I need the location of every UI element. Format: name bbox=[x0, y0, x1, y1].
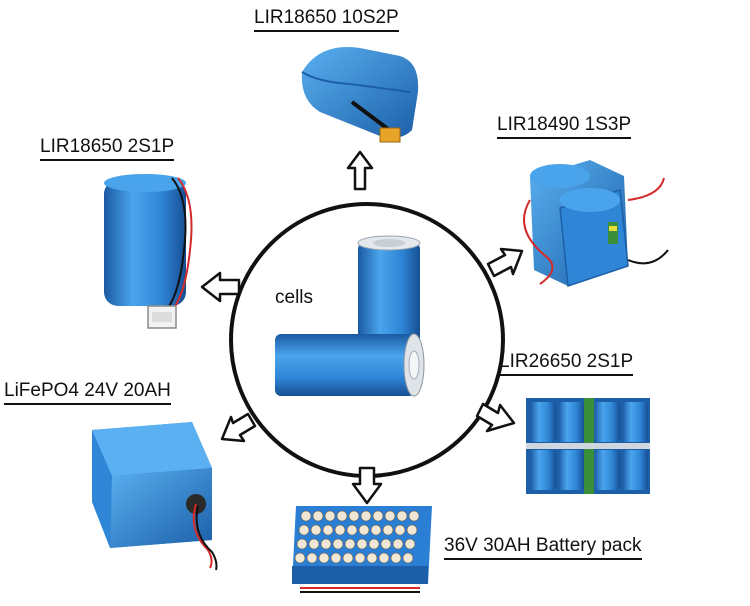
arrow-upper-right bbox=[486, 247, 524, 278]
product-image-10s2p bbox=[301, 47, 419, 143]
product-label-36v: 36V 30AH Battery pack bbox=[444, 535, 642, 560]
arrow-down bbox=[351, 466, 383, 505]
product-label-1s3p: LIR18490 1S3P bbox=[497, 114, 632, 139]
center-cells-image bbox=[275, 235, 425, 397]
product-image-lifepo4 bbox=[92, 422, 218, 571]
product-label-10s2p: LIR18650 10S2P bbox=[254, 7, 399, 32]
arrow-lower-left bbox=[220, 412, 257, 443]
product-label-2s1p: LIR18650 2S1P bbox=[40, 136, 175, 161]
product-label-lifepo4: LiFePO4 24V 20AH bbox=[4, 380, 171, 405]
product-label-26650: LIR26650 2S1P bbox=[499, 351, 634, 376]
product-image-36v bbox=[292, 506, 432, 593]
arrow-up bbox=[346, 150, 374, 191]
center-label: cells bbox=[275, 287, 314, 308]
arrow-lower-right bbox=[475, 402, 516, 433]
product-image-2s1p bbox=[104, 174, 193, 329]
product-image-26650 bbox=[526, 398, 650, 494]
arrow-left bbox=[200, 271, 241, 303]
product-image-1s3p bbox=[523, 160, 669, 288]
